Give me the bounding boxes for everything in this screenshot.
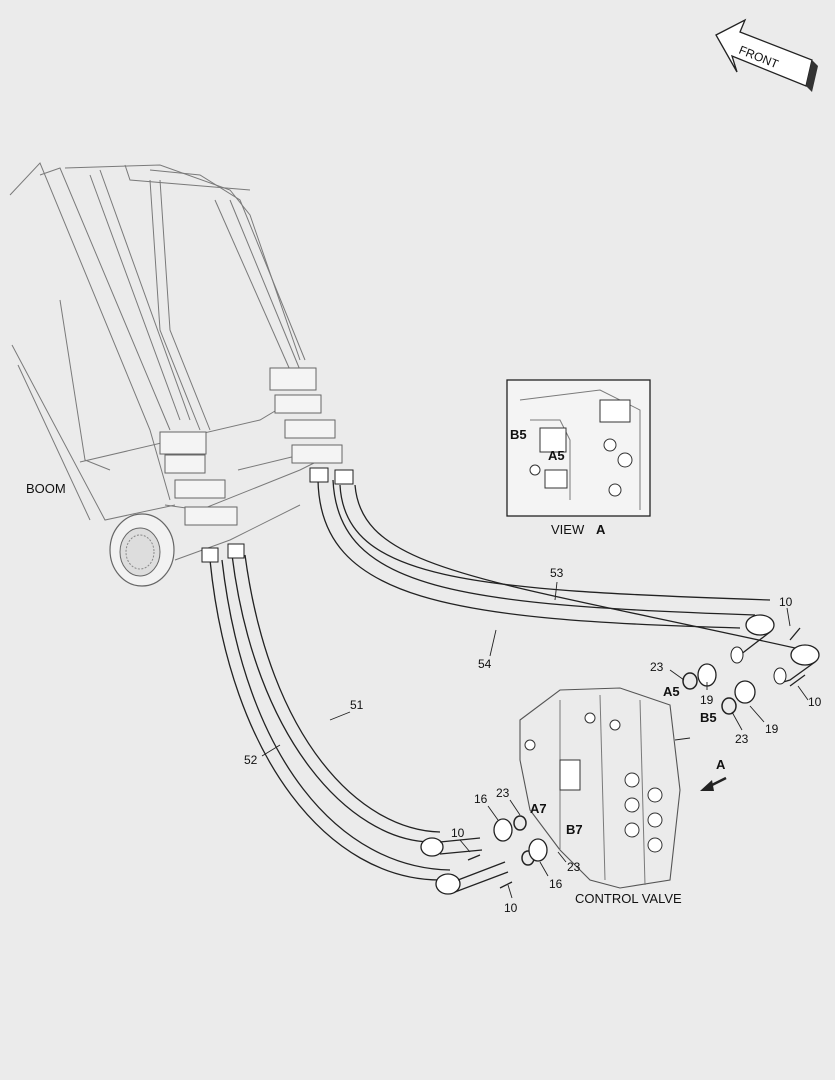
inset-a5-label: A5 — [548, 448, 565, 463]
boom-structure — [9, 162, 343, 587]
callout-10-left: 10 — [451, 826, 465, 840]
view-a-inset: B5 A5 — [506, 379, 651, 517]
callout-10-right: 10 — [808, 695, 822, 709]
callout-54: 54 — [478, 657, 492, 671]
callout-23-a5: 23 — [650, 660, 664, 674]
callout-52: 52 — [244, 753, 258, 767]
front-arrow-icon: FRONT — [715, 18, 818, 92]
callout-53: 53 — [550, 566, 564, 580]
callout-51: 51 — [350, 698, 364, 712]
control-valve-block — [519, 687, 681, 889]
hose-51-52 — [201, 543, 509, 895]
callout-16-b7: 16 — [549, 877, 563, 891]
fittings — [467, 627, 806, 889]
boom-label: BOOM — [26, 481, 66, 496]
view-letter: A — [596, 522, 606, 537]
port-a5-label: A5 — [663, 684, 680, 699]
callout-23-b7: 23 — [567, 860, 581, 874]
view-a-direction-arrow-icon — [700, 776, 727, 791]
callout-10-top: 10 — [779, 595, 793, 609]
callout-19-b5: 19 — [765, 722, 779, 736]
view-arrow-label: A — [716, 757, 726, 772]
callout-23-b5: 23 — [735, 732, 749, 746]
callout-16-a7: 16 — [474, 792, 488, 806]
port-a7-label: A7 — [530, 801, 547, 816]
callout-10-bottom: 10 — [504, 901, 518, 915]
view-label: VIEW — [551, 522, 585, 537]
control-valve-label: CONTROL VALVE — [575, 891, 682, 906]
inset-b5-label: B5 — [510, 427, 527, 442]
callout-23-a7: 23 — [496, 786, 510, 800]
callout-19-a5: 19 — [700, 693, 714, 707]
port-b7-label: B7 — [566, 822, 583, 837]
hose-53-54 — [309, 467, 820, 685]
leader-lines — [261, 581, 809, 899]
port-b5-label: B5 — [700, 710, 717, 725]
